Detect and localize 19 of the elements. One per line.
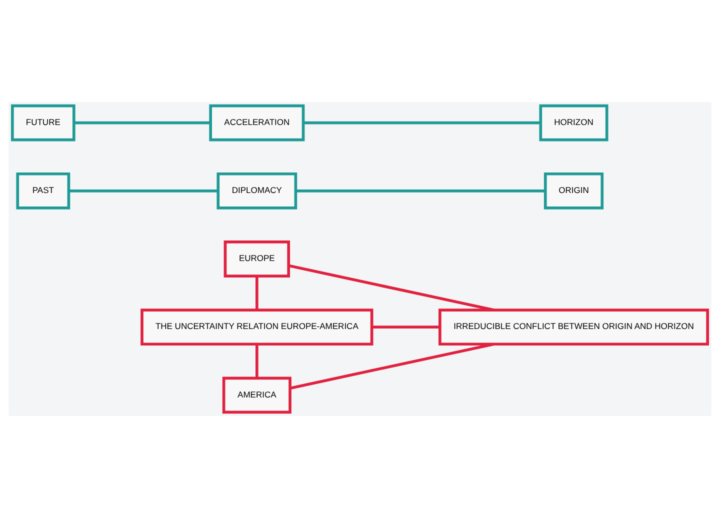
node-box: EUROPE [224, 240, 290, 278]
connector [296, 189, 546, 192]
node-box: HORIZON [539, 104, 608, 142]
node-box: THE UNCERTAINTY RELATION EUROPE-AMERICA [140, 308, 374, 346]
node-box: PAST [16, 172, 70, 210]
connector [303, 121, 540, 124]
connector [74, 121, 210, 124]
connector [290, 342, 494, 390]
node-box: ORIGIN [544, 172, 604, 210]
node-box: AMERICA [222, 376, 292, 414]
node-box: FUTURE [11, 104, 76, 142]
node-box: DIPLOMACY [216, 172, 298, 210]
connector [288, 264, 494, 312]
connector [256, 276, 258, 310]
connector [256, 344, 258, 378]
node-box: ACCELERATION [209, 104, 305, 142]
connector [68, 189, 218, 192]
connector [372, 326, 440, 329]
node-box: IRREDUCIBLE CONFLICT BETWEEN ORIGIN AND HORIZON [438, 308, 709, 346]
